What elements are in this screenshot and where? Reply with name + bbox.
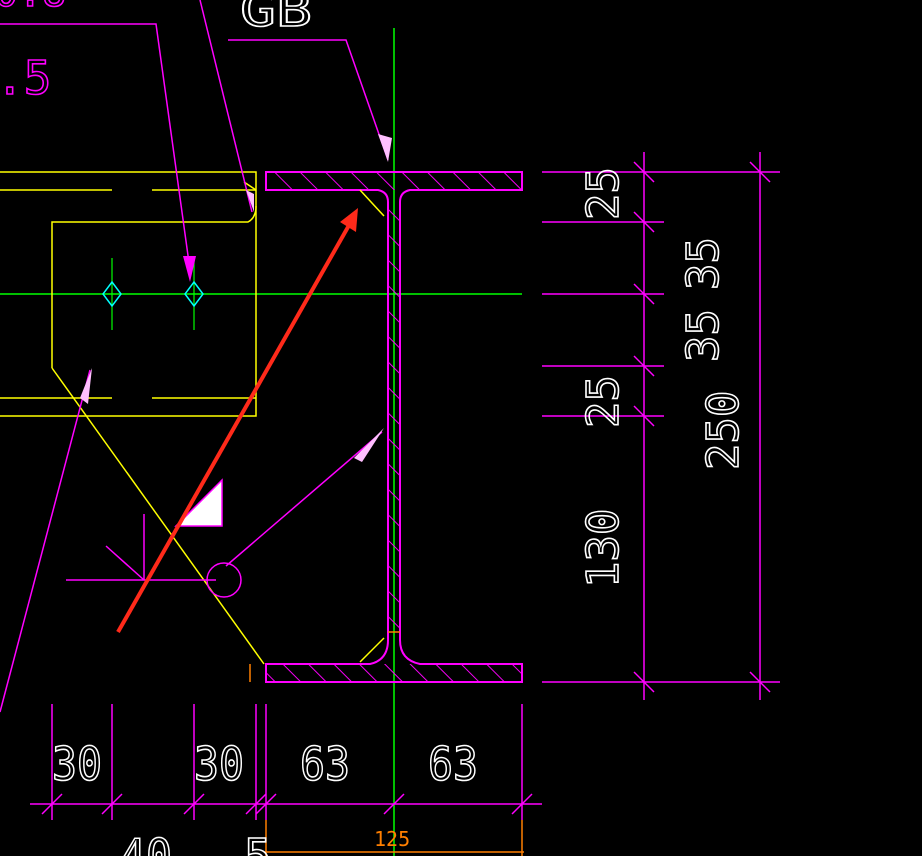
dim-right-25-top: 25 [578, 167, 629, 220]
small-dimension-125 [264, 820, 524, 856]
dim-bottom-125: 125 [374, 827, 410, 851]
dim-bottom-40-partial: 40 [120, 829, 172, 856]
bottom-dimensions [30, 704, 542, 820]
weld-fillet-bottom [359, 637, 385, 663]
weld-fillet-top [359, 189, 385, 217]
leader-arrow-bolt [183, 256, 196, 282]
red-annotation-arrow [116, 208, 358, 633]
dim-bottom-5-partial: 5 [244, 829, 272, 856]
weld-triangle [174, 478, 223, 527]
dim-right-35-b: 35 [678, 309, 729, 362]
dim-right-35-a: 35 [678, 237, 729, 290]
dim-bottom-63-left: 63 [300, 737, 350, 791]
bolt-holes [102, 258, 204, 330]
dim-bottom-30-left: 30 [52, 737, 102, 791]
leader-arrow-plate [80, 368, 92, 404]
dim-bottom-63-right: 63 [428, 737, 478, 791]
bolt-1 [102, 280, 122, 308]
label-top-left-partial: 0.8 [0, 0, 66, 16]
weld-symbol [66, 514, 242, 598]
top-flange-hatch [266, 172, 522, 190]
leader-arrow-top [378, 134, 392, 162]
leader-lines [0, 0, 389, 713]
dim-bottom-30-right: 30 [194, 737, 244, 791]
dim-right-130: 130 [578, 509, 629, 588]
web-hatch [388, 200, 400, 640]
bolt-2 [184, 280, 204, 308]
dim-right-25-mid: 25 [578, 375, 629, 428]
label-left-partial: .5 [0, 51, 51, 105]
right-dimensions [542, 152, 780, 700]
dim-right-250: 250 [698, 391, 749, 470]
connection-plate [0, 171, 265, 665]
leader-arrow-web [354, 428, 384, 462]
bottom-flange-hatch [266, 664, 522, 682]
label-gb: GB [240, 0, 312, 37]
leader-arrow-flange [246, 190, 254, 212]
